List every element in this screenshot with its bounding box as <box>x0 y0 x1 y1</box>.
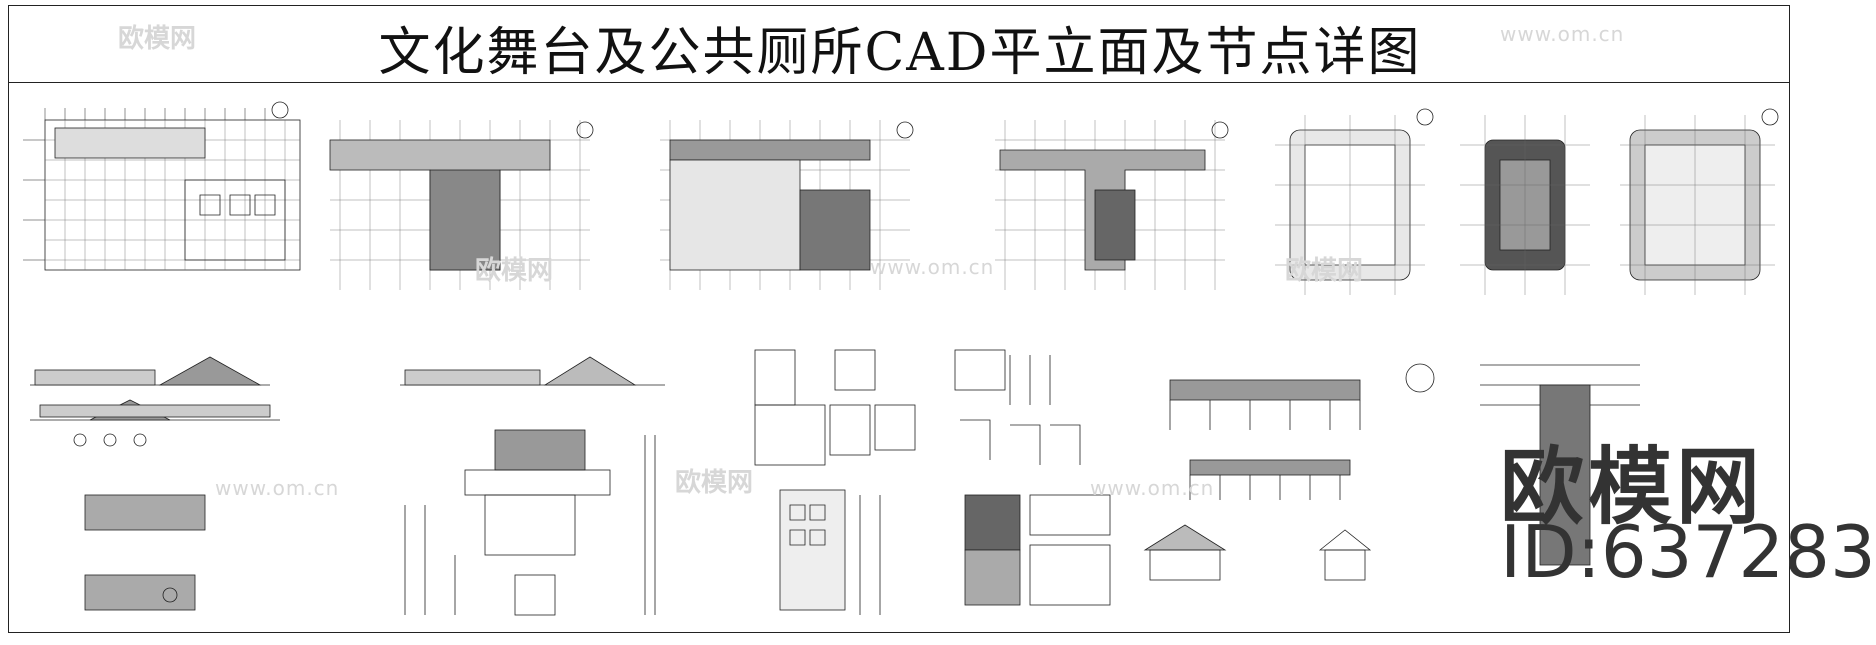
watermark-url: www.om.cn <box>1500 22 1625 46</box>
watermark-url: www.om.cn <box>870 255 995 279</box>
brand-logo: 欧模网 <box>1500 438 1765 536</box>
watermark-brand: 欧模网 <box>475 256 554 286</box>
stage-section <box>1470 355 1650 575</box>
plan-stage-roof-2 <box>1615 105 1785 305</box>
asset-id: ID:637283 <box>1500 510 1876 594</box>
stage-elevations <box>1130 360 1440 600</box>
watermark-brand: 欧模网 <box>1285 256 1364 286</box>
detail-sheet-2 <box>950 345 1120 625</box>
watermark-brand: 欧模网 <box>118 24 197 54</box>
detail-sheet-1 <box>750 345 920 625</box>
plan-roof-1 <box>320 110 600 300</box>
watermark-url: www.om.cn <box>215 476 340 500</box>
watermark-url: www.om.cn <box>1090 476 1215 500</box>
elevation-set-1 <box>20 345 290 625</box>
plan-stage-detail <box>1265 105 1440 305</box>
elevation-set-2 <box>395 345 685 625</box>
watermark-brand: 欧模网 <box>675 468 754 498</box>
sheet-title: 文化舞台及公共厕所CAD平立面及节点详图 <box>378 23 1422 83</box>
plan-roof-2 <box>985 110 1235 300</box>
plan-stage-roof <box>1455 105 1595 305</box>
title-divider <box>8 82 1790 83</box>
plan-first-floor <box>650 110 920 300</box>
drawing-frame <box>8 5 1790 633</box>
plan-ground-floor <box>15 100 315 300</box>
